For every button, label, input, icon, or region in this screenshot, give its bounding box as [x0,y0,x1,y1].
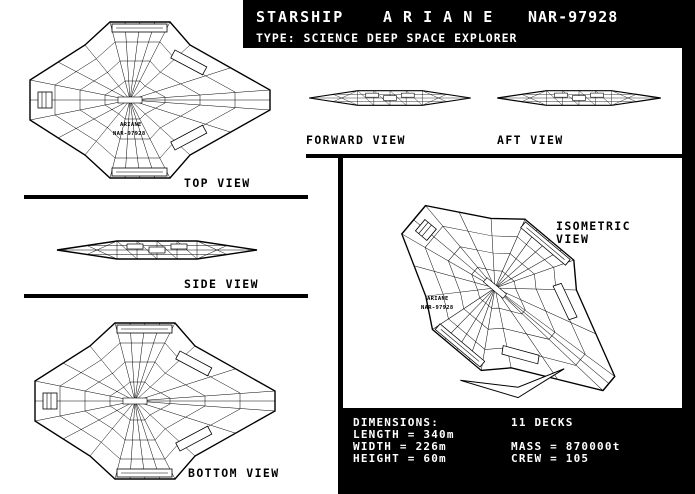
iso-hull-registry: NAR-97928 [421,305,454,311]
label-top-view: TOP VIEW [184,176,251,190]
spec-mass: MASS = 870000t [511,440,621,453]
ship-type: TYPE: SCIENCE DEEP SPACE EXPLORER [256,31,518,45]
spec-crew: CREW = 105 [511,452,590,465]
divider-side-view [24,294,308,298]
specs-panel [338,408,682,494]
spec-dimensions-label: DIMENSIONS: [353,416,440,429]
spec-height: HEIGHT = 60m [353,452,447,465]
label-forward-view: FORWARD VIEW [306,133,406,147]
isometric-view-drawing [366,163,656,440]
aft-view-drawing [496,90,662,106]
title-ship-name: A R I A N E [383,8,494,26]
top-view-drawing [29,21,271,179]
title-starship: STARSHIP [256,8,345,26]
divider-top-view [24,195,308,199]
forward-view-drawing [308,90,472,106]
spec-decks: 11 DECKS [511,416,574,429]
bottom-view-drawing [34,322,276,480]
label-isometric-2: VIEW [556,232,590,246]
isometric-frame-left [338,158,343,494]
iso-hull-name: ARIANE [427,296,449,302]
label-aft-view: AFT VIEW [497,133,564,147]
top-view-hull-registry: NAR-97928 [113,131,146,137]
divider-forward-view [306,154,682,158]
label-isometric-1: ISOMETRIC [556,219,631,233]
label-bottom-view: BOTTOM VIEW [188,466,280,480]
title-registry: NAR-97928 [528,8,619,26]
header-block [243,0,695,48]
spec-length: LENGTH = 340m [353,428,455,441]
top-view-hull-name: ARIANE [120,122,142,128]
label-side-view: SIDE VIEW [184,277,259,291]
spec-width: WIDTH = 226m [353,440,447,453]
side-view-drawing [56,240,258,260]
right-border [682,48,695,494]
